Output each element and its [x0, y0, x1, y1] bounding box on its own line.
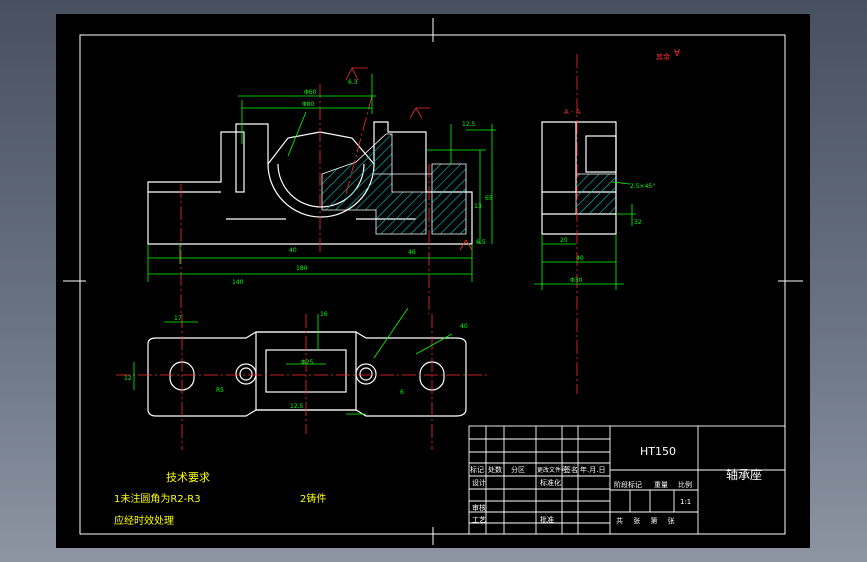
svg-text:20: 20: [560, 237, 568, 244]
tb-row-process: 工艺: [472, 516, 486, 524]
tech-requirement-3: 应经时效处理: [114, 516, 174, 527]
drawing-frame: [63, 18, 803, 545]
tb-header-4: 签名: [564, 466, 578, 474]
tb-header-1: 处数: [488, 466, 502, 474]
svg-text:Φ30: Φ30: [570, 277, 583, 284]
svg-text:2.5×45°: 2.5×45°: [630, 183, 655, 190]
drawing-sheet: Φ60 Φ80 140 180 46 40 13 65 12.5 6.3 6.5: [56, 14, 810, 548]
svg-text:40: 40: [576, 255, 584, 262]
side-view: 20 40 Φ30 2.5×45° 32: [534, 54, 655, 394]
tb-sheet-info: 共 张 第 张: [616, 517, 675, 525]
svg-text:Φ80: Φ80: [302, 101, 315, 108]
tb-std-label: 标准化: [540, 479, 561, 487]
svg-text:12.5: 12.5: [462, 121, 476, 128]
title-block: [468, 425, 786, 535]
tb-header-0: 标记: [470, 466, 484, 474]
tb-approve-label: 批准: [540, 516, 554, 524]
tb-header-3: 更改文件号: [537, 467, 568, 474]
tb-scale-value: 1:1: [680, 498, 692, 506]
svg-text:140: 140: [232, 279, 244, 286]
tb-row-design: 设计: [472, 479, 486, 487]
svg-text:32: 32: [634, 219, 642, 226]
part-name: 轴承座: [726, 468, 763, 482]
tb-stage-mark: 阶段标记: [614, 481, 642, 489]
front-view: Φ60 Φ80 140 180 46 40 13 65 12.5 6.3 6.5: [147, 67, 496, 314]
roughness-symbol-icon: ∀: [674, 49, 681, 59]
svg-text:R5: R5: [216, 387, 224, 394]
tb-scale: 比例: [678, 481, 692, 489]
tb-row-review: 审核: [472, 504, 486, 512]
svg-text:180: 180: [296, 265, 308, 272]
svg-text:6.5: 6.5: [476, 239, 486, 246]
svg-text:40: 40: [460, 323, 468, 330]
tech-requirements-title: 技术要求: [166, 471, 210, 484]
tech-requirement-1: 1未注圆角为R2-R3: [114, 494, 201, 505]
top-view: 17 12 16 Φ25 R5 6 12.5 40: [116, 307, 488, 450]
svg-text:13: 13: [474, 203, 482, 210]
tech-requirement-2: 2铸件: [300, 494, 327, 505]
tb-header-5: 年.月.日: [580, 466, 606, 474]
svg-text:40: 40: [289, 247, 297, 254]
cad-drawing: Φ60 Φ80 140 180 46 40 13 65 12.5 6.3 6.5: [63, 18, 803, 545]
tb-weight: 重量: [654, 481, 668, 489]
svg-text:Φ25: Φ25: [301, 359, 314, 366]
svg-text:46: 46: [408, 249, 416, 256]
section-label: A - A: [564, 108, 581, 116]
tb-header-2: 分区: [511, 466, 525, 474]
svg-text:16: 16: [320, 311, 328, 318]
svg-text:65: 65: [485, 195, 493, 202]
svg-text:6: 6: [400, 389, 404, 396]
svg-text:12: 12: [124, 375, 132, 382]
svg-text:12.5: 12.5: [290, 403, 304, 410]
material-label: HT150: [640, 445, 676, 458]
roughness-note: 其余: [656, 53, 670, 61]
svg-text:Φ60: Φ60: [304, 89, 317, 96]
svg-text:6.3: 6.3: [348, 79, 358, 86]
svg-text:17: 17: [174, 315, 182, 322]
